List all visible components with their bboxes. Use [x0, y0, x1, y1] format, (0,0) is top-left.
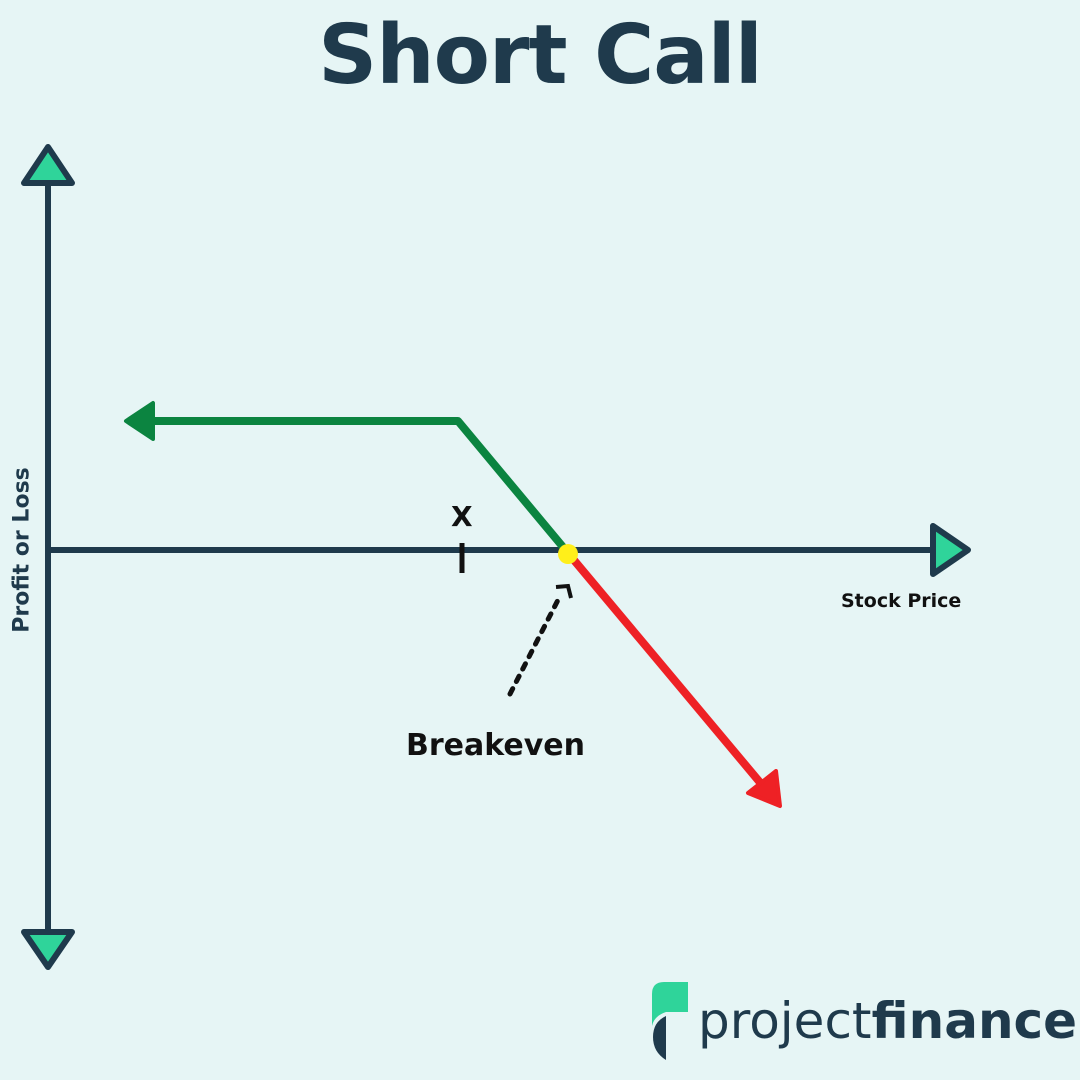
- breakeven-pointer-arrowhead-icon: [555, 583, 573, 599]
- strike-label: X: [451, 500, 473, 533]
- x-axis-right-arrow-icon: [930, 523, 971, 577]
- x-axis-label: Stock Price: [841, 590, 962, 612]
- loss-down-arrow-icon: [746, 769, 782, 808]
- profit-line: [150, 417, 572, 556]
- profit-left-arrow-icon: [124, 401, 155, 441]
- breakeven-pointer: [507, 593, 563, 697]
- breakeven-label: Breakeven: [406, 728, 586, 763]
- breakeven-dot: [558, 544, 578, 564]
- logo-text-project: project: [698, 992, 872, 1050]
- projectfinance-logo: projectfinance: [650, 982, 1077, 1060]
- y-axis-up-arrow-icon: [21, 144, 75, 186]
- loss-line: [564, 550, 767, 789]
- logo-wordmark: projectfinance: [698, 992, 1077, 1050]
- y-axis-label: Profit or Loss: [9, 467, 35, 633]
- logo-text-finance: finance: [871, 992, 1078, 1050]
- y-axis-down-arrow-icon: [21, 929, 75, 970]
- page-title: Short Call: [318, 8, 763, 103]
- logo-mark-icon: [652, 982, 688, 1060]
